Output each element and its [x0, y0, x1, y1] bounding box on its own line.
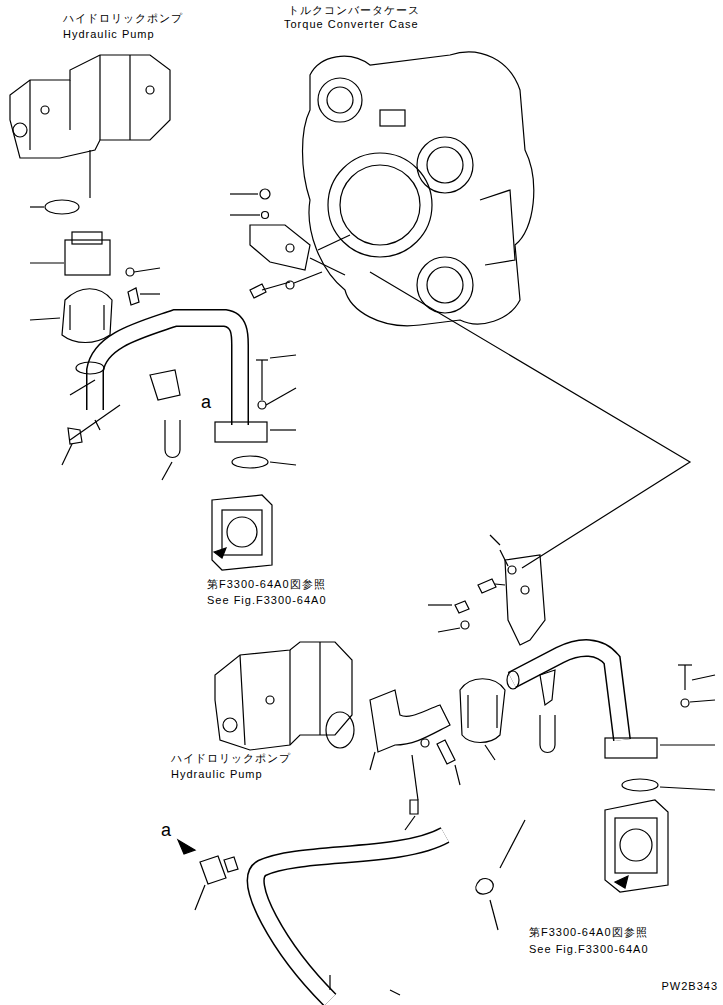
figure-reference: See Fig.F3300-64A0 — [528, 943, 650, 956]
figure-reference: 第F3300-64A0図参照 — [206, 578, 327, 591]
part-name-ja: トルクコンバータケース — [287, 4, 421, 17]
drawing-number: PW2B343 — [660, 980, 719, 993]
part-name-ja: ハイドロリックポンプ — [170, 752, 292, 765]
reference-letter: a — [160, 820, 172, 840]
part-name-en: Hydraulic Pump — [170, 768, 264, 781]
reference-letter: a — [200, 392, 212, 412]
hydraulic-pump — [10, 55, 170, 198]
part-name-en: Hydraulic Pump — [62, 28, 156, 41]
torque-converter-case — [303, 52, 534, 326]
part-name-en: Torque Converter Case — [283, 18, 420, 31]
hydraulic-pump — [215, 642, 352, 750]
figure-reference: 第F3300-64A0図参照 — [528, 926, 649, 939]
figure-reference: See Fig.F3300-64A0 — [206, 594, 328, 607]
part-name-ja: ハイドロリックポンプ — [62, 12, 184, 25]
